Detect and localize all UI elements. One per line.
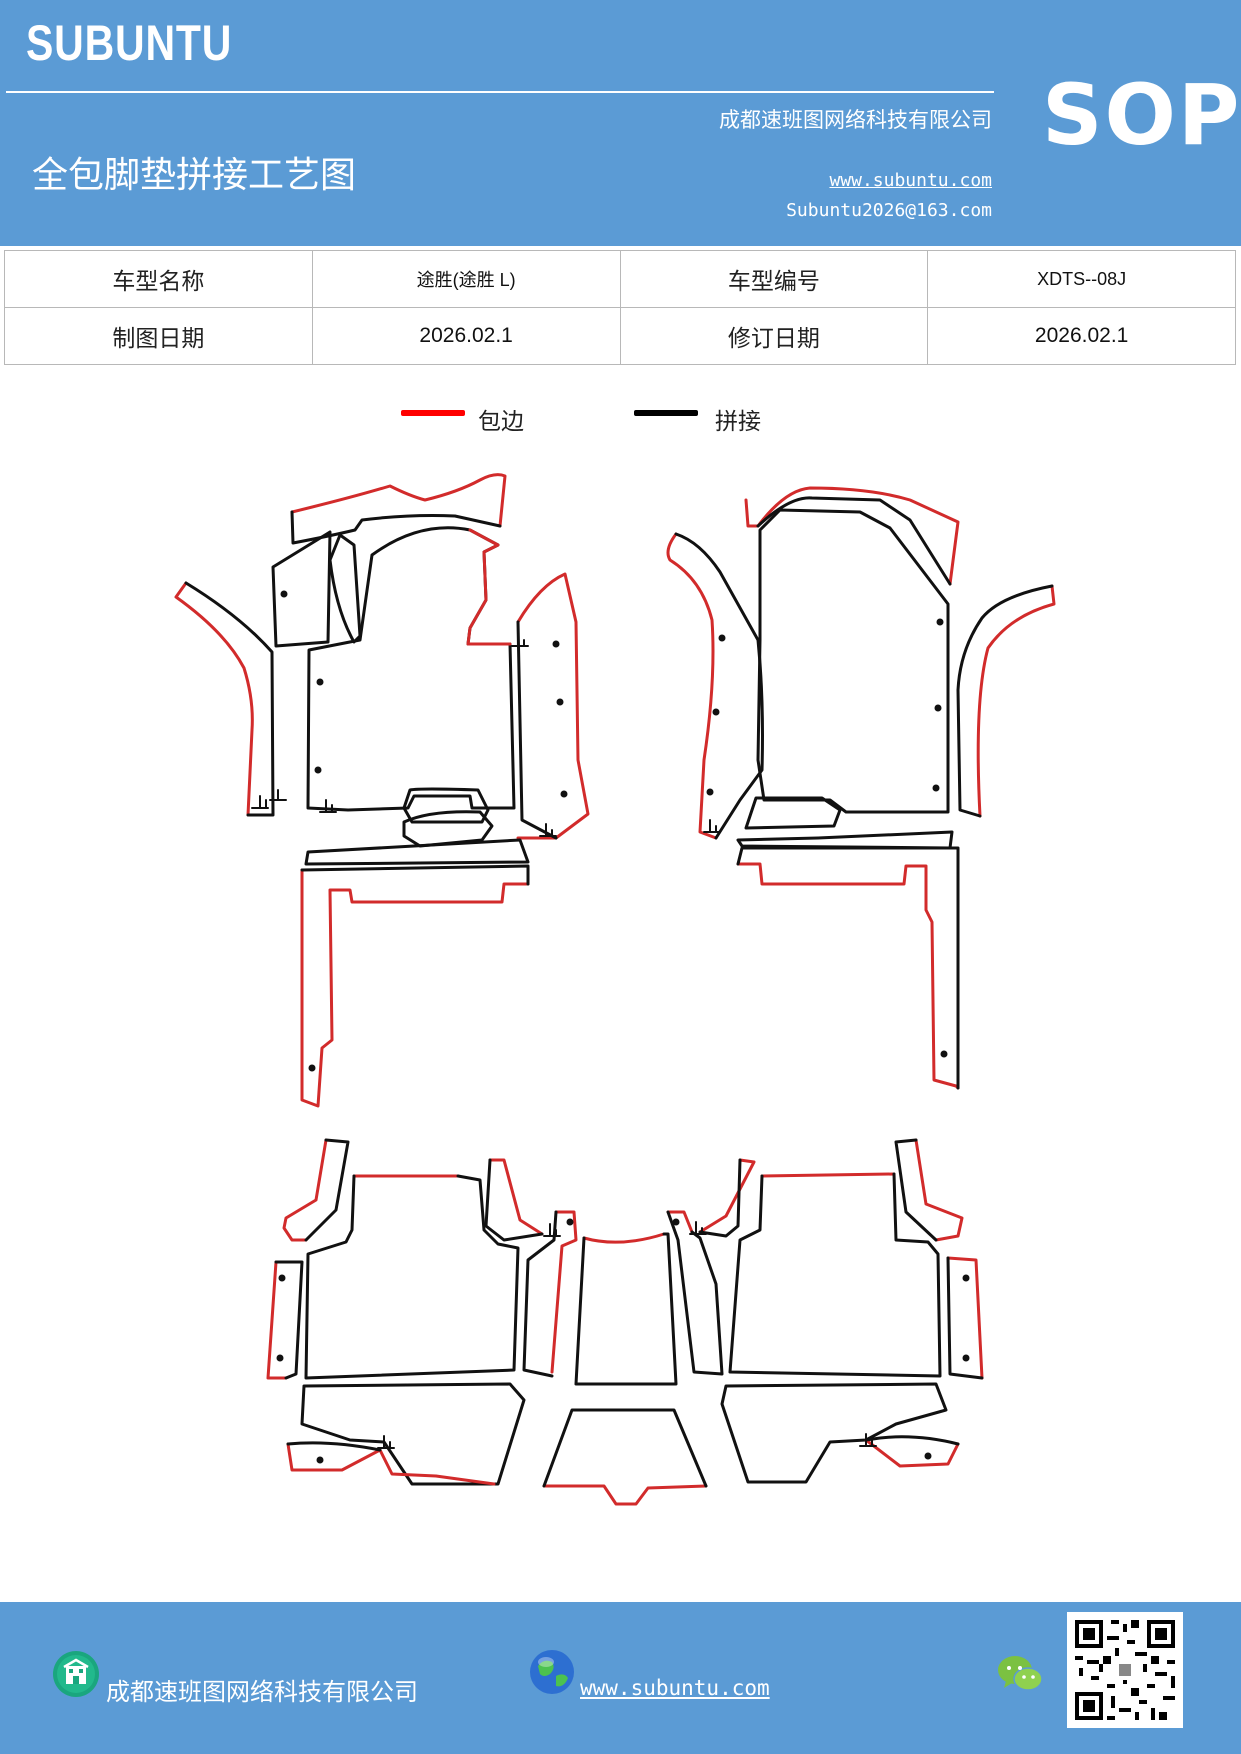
mat-piece-seam (304, 1138, 350, 1242)
legend-edge-label: 包边 (478, 409, 524, 435)
mat-piece-seam (756, 496, 952, 586)
fixing-holes (706, 618, 948, 1058)
mat-piece-seam (304, 838, 530, 866)
legend: 包边 拼接 (0, 402, 1241, 442)
mat-piece-seam (736, 830, 954, 850)
mat-piece-seam (894, 1138, 938, 1242)
mat-piece (666, 532, 718, 840)
mat-piece (550, 1210, 578, 1374)
mat-piece (266, 1260, 288, 1380)
footer-website-link[interactable]: www.subuntu.com (580, 1676, 770, 1700)
mat-piece (698, 1158, 756, 1234)
info-table: 车型名称 途胜(途胜 L) 车型编号 XDTS--08J 制图日期 2026.0… (4, 250, 1236, 365)
mat-piece (290, 473, 507, 528)
fixing-holes (276, 1218, 970, 1464)
mat-piece (976, 584, 1056, 818)
rear-mat-group (266, 1138, 984, 1506)
footer-company: 成都速班图网络科技有限公司 (106, 1678, 418, 1706)
table-row: 制图日期 2026.02.1 修订日期 2026.02.1 (4, 307, 1236, 365)
mat-piece (946, 1256, 984, 1380)
mat-piece-seam (864, 1435, 960, 1446)
draw-date-value: 2026.02.1 (311, 307, 621, 365)
mat-piece-seam (542, 1408, 708, 1488)
header-company: 成都速班图网络科技有限公司 (719, 108, 992, 132)
brand-logo: SUBUNTU (26, 15, 233, 71)
mat-piece-seam (728, 1172, 942, 1378)
mat-piece-seam (304, 1174, 520, 1380)
legend-seam-swatch (634, 410, 698, 416)
qr-code-pattern (1067, 1612, 1183, 1728)
mat-piece-seam (956, 584, 1054, 818)
header-website-link[interactable]: www.subuntu.com (829, 170, 992, 191)
mat-piece-seam (698, 1158, 742, 1238)
mat-piece (864, 1438, 960, 1468)
revise-date-value: 2026.02.1 (927, 307, 1236, 365)
sop-badge: SOP (1042, 66, 1241, 164)
model-name-value: 途胜(途胜 L) (311, 250, 621, 308)
mat-piece (760, 1172, 896, 1178)
mat-piece (736, 862, 960, 1090)
mat-piece-seam (300, 864, 530, 886)
mat-piece-seam (674, 532, 764, 840)
mat-piece (516, 572, 590, 840)
revise-date-label: 修订日期 (619, 307, 929, 365)
legend-edge-swatch (401, 410, 465, 416)
mat-piece-seam (574, 1232, 678, 1386)
splice-marks (703, 819, 721, 833)
mat-piece (282, 1138, 328, 1242)
mat-piece (542, 1484, 708, 1506)
mat-piece (300, 868, 530, 1108)
mat-piece-seam (184, 581, 275, 817)
mat-piece-seam (306, 526, 516, 812)
mat-piece-seam (946, 1256, 984, 1380)
mat-piece-seam (484, 1158, 544, 1242)
model-code-value: XDTS--08J (927, 250, 1236, 308)
mat-piece-seam (290, 510, 502, 545)
footer-banner: 成都速班图网络科技有限公司 www.subuntu.com (0, 1602, 1241, 1754)
mat-piece (466, 528, 512, 646)
mat-piece (666, 1210, 694, 1234)
fixing-holes (280, 590, 568, 1072)
model-code-label: 车型编号 (619, 250, 929, 308)
mat-piece-seam (666, 1210, 724, 1376)
header-banner: SUBUNTU 成都速班图网络科技有限公司 全包脚垫拼接工艺图 www.subu… (0, 0, 1241, 246)
mat-piece-seam (274, 1260, 304, 1380)
mat-piece-seam (736, 846, 960, 1090)
mat-piece-seam (522, 1210, 558, 1378)
building-icon (53, 1651, 99, 1697)
mat-piece-seam (328, 533, 362, 644)
mat-piece (174, 581, 254, 817)
qr-code[interactable] (1067, 1612, 1183, 1728)
mat-piece-seam (286, 1441, 382, 1452)
header-email: Subuntu2026@163.com (786, 200, 992, 221)
mat-piece (744, 486, 960, 586)
mat-piece-seam (744, 796, 842, 830)
wechat-icon[interactable] (996, 1654, 1044, 1694)
table-row: 车型名称 途胜(途胜 L) 车型编号 XDTS--08J (4, 250, 1236, 308)
front-left-mat-group (174, 473, 590, 1108)
front-right-mat-group (666, 486, 1056, 1090)
mat-splicing-diagram (174, 473, 1056, 1506)
draw-date-label: 制图日期 (4, 307, 313, 365)
model-name-label: 车型名称 (4, 250, 313, 308)
splice-marks (377, 1221, 877, 1449)
globe-icon (530, 1650, 574, 1694)
header-divider (6, 91, 994, 93)
mat-piece (582, 1232, 666, 1244)
mat-piece-seam (300, 1382, 526, 1486)
mat-piece-seam (516, 620, 558, 840)
mat-piece (488, 1158, 544, 1236)
mat-piece-seam (271, 530, 332, 648)
mat-piece (914, 1138, 964, 1242)
mat-piece-seam (402, 787, 490, 824)
splice-marks (251, 633, 557, 837)
page-title: 全包脚垫拼接工艺图 (32, 155, 357, 196)
legend-seam-label: 拼接 (715, 409, 761, 435)
mat-piece-seam (720, 1382, 948, 1484)
mat-piece-seam (756, 508, 950, 814)
